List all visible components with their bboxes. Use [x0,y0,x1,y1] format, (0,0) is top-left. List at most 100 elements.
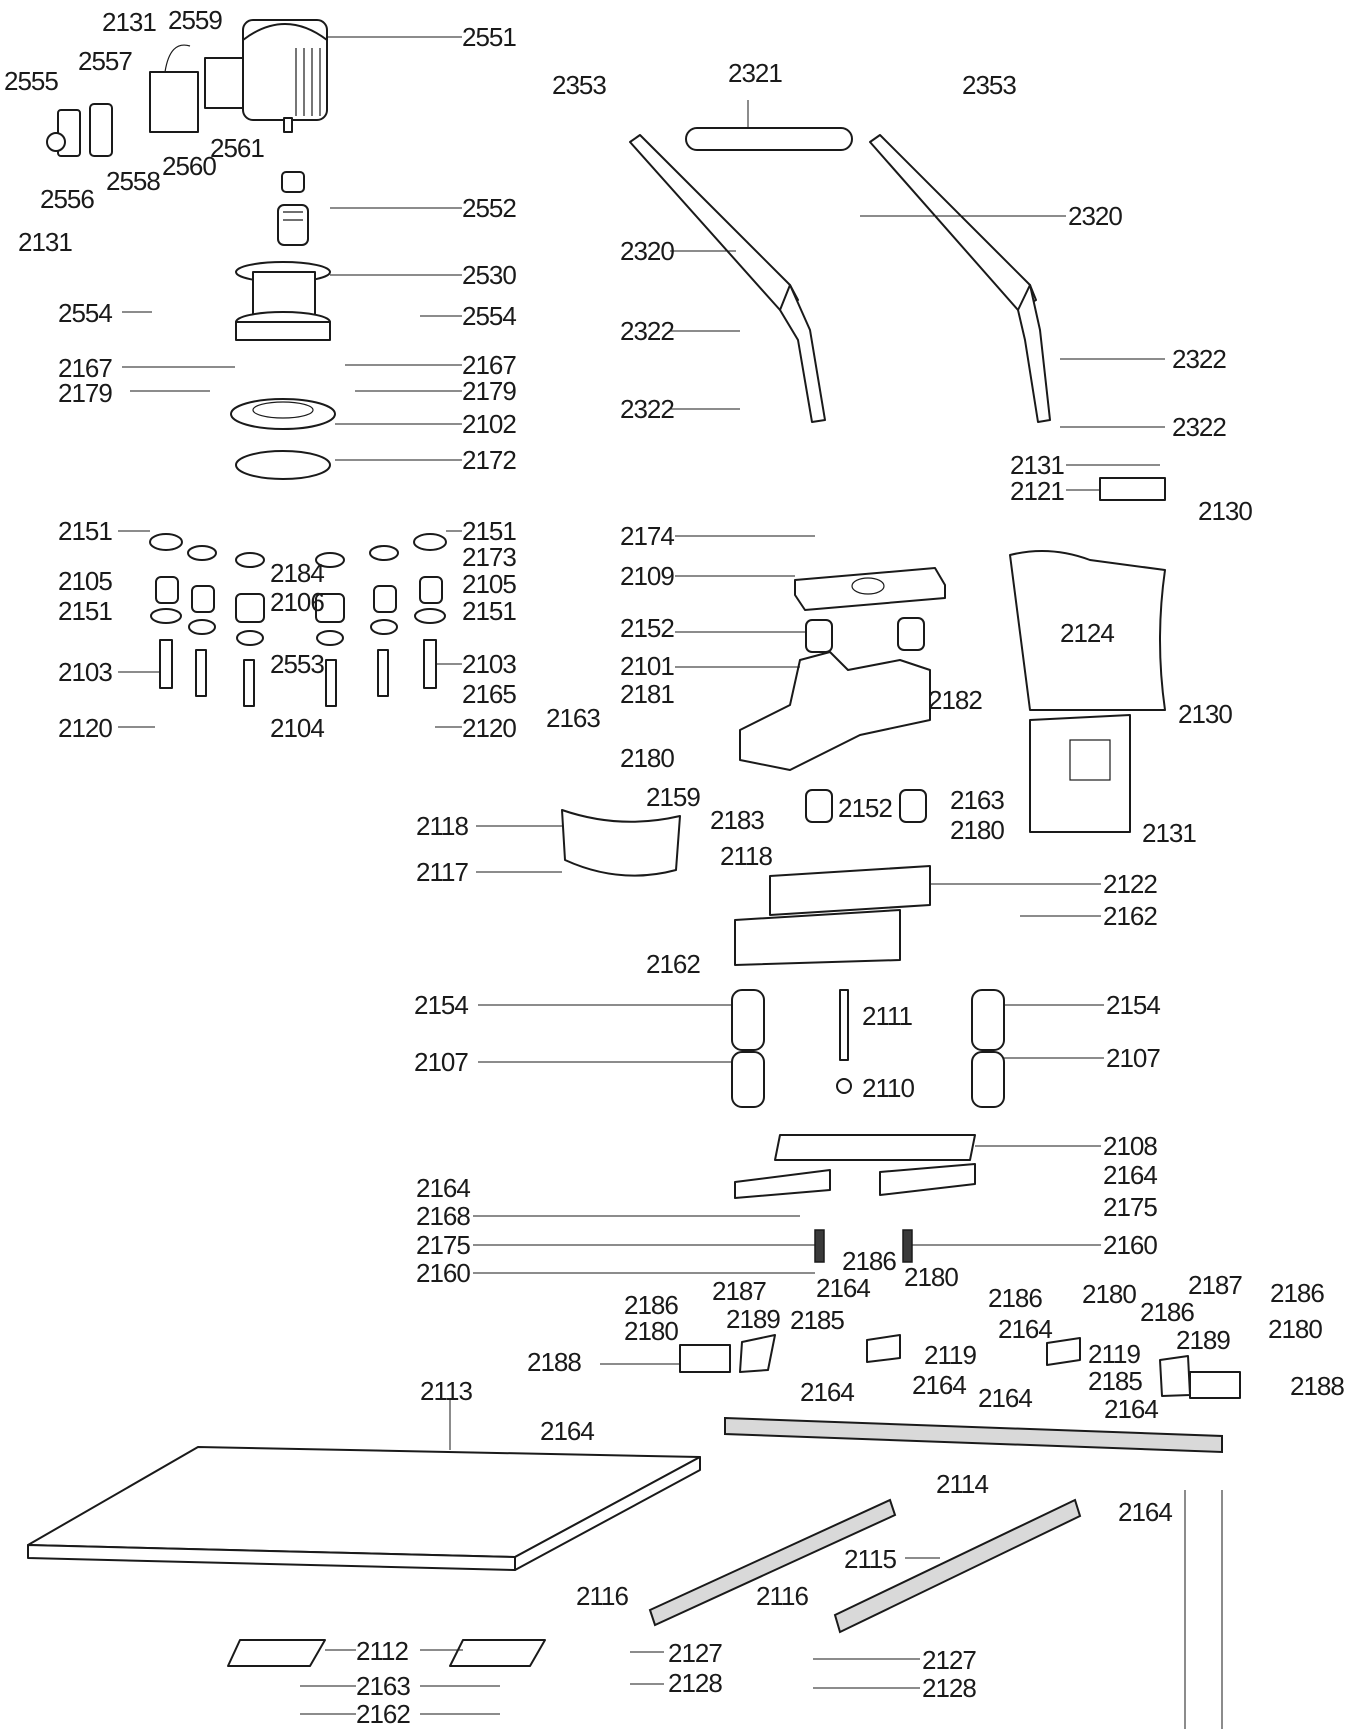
callout-2556: 2556 [40,184,94,214]
handle-assembly [629,127,1051,423]
guard-plates [1009,477,1166,833]
callout-2552: 2552 [462,193,516,223]
callout-2167: 2167 [462,350,516,380]
callout-2131: 2131 [1010,450,1064,480]
callout-2124: 2124 [1060,618,1114,648]
callout-labels: 2131 2559 2551 2557 2555 2561 2558 2560 … [4,5,1345,1729]
callout-2560: 2560 [162,151,216,181]
springs-and-screw [731,989,1005,1108]
callout-2107: 2107 [1106,1043,1160,1073]
callout-2186: 2186 [624,1290,678,1320]
callout-2105: 2105 [462,569,516,599]
callout-2164: 2164 [998,1314,1052,1344]
callout-2180: 2180 [620,743,674,773]
callout-2322: 2322 [620,394,674,424]
callout-2164: 2164 [1118,1497,1172,1527]
callout-2558: 2558 [106,166,160,196]
callout-2151: 2151 [58,516,112,546]
callout-2186: 2186 [1140,1297,1194,1327]
callout-2554: 2554 [462,301,516,331]
callout-2159: 2159 [646,782,700,812]
callout-2163: 2163 [546,703,600,733]
callout-2553: 2553 [270,649,324,679]
callout-2164: 2164 [540,1416,594,1446]
callout-2131: 2131 [102,7,156,37]
callout-2165: 2165 [462,679,516,709]
callout-2120: 2120 [462,713,516,743]
callout-2152: 2152 [838,793,892,823]
callout-2187: 2187 [1188,1270,1242,1300]
callout-2117: 2117 [416,857,468,887]
callout-2108: 2108 [1103,1131,1157,1161]
callout-2111: 2111 [862,1001,913,1031]
callout-2555: 2555 [4,66,58,96]
callout-2322: 2322 [1172,412,1226,442]
callout-2101: 2101 [620,651,674,681]
callout-2105: 2105 [58,566,112,596]
callout-2163: 2163 [356,1671,410,1701]
callout-2107: 2107 [414,1047,468,1077]
callout-2164: 2164 [416,1173,470,1203]
callout-2152: 2152 [620,613,674,643]
press-head [561,567,946,877]
callout-2151: 2151 [58,596,112,626]
callout-2353: 2353 [962,70,1016,100]
callout-2160: 2160 [1103,1230,1157,1260]
callout-2154: 2154 [1106,990,1160,1020]
callout-2353: 2353 [552,70,606,100]
callout-2184: 2184 [270,558,324,588]
mounting-plates [227,1639,546,1667]
callout-2167: 2167 [58,353,112,383]
callout-2186: 2186 [1270,1278,1324,1308]
callout-2189: 2189 [1176,1325,1230,1355]
stop-brackets [679,1334,1241,1399]
callout-2181: 2181 [620,679,674,709]
callout-2320: 2320 [620,236,674,266]
callout-2320: 2320 [1068,201,1122,231]
callout-2164: 2164 [816,1273,870,1303]
callout-2183: 2183 [710,805,764,835]
callout-2164: 2164 [912,1370,966,1400]
callout-2322: 2322 [1172,344,1226,374]
callout-2113: 2113 [420,1376,472,1406]
callout-2104: 2104 [270,713,324,743]
callout-2187: 2187 [712,1276,766,1306]
callout-2182: 2182 [928,685,982,715]
callout-2168: 2168 [416,1201,470,1231]
callout-2118: 2118 [720,841,772,871]
callout-2131: 2131 [1142,818,1196,848]
callout-2551: 2551 [462,22,516,52]
callout-2186: 2186 [988,1283,1042,1313]
callout-2114: 2114 [936,1469,988,1499]
callout-2180: 2180 [904,1262,958,1292]
callout-2128: 2128 [922,1673,976,1703]
callout-2189: 2189 [726,1304,780,1334]
callout-2106: 2106 [270,587,324,617]
callout-2121: 2121 [1010,476,1064,506]
callout-2127: 2127 [922,1645,976,1675]
callout-2188: 2188 [1290,1371,1344,1401]
callout-2120: 2120 [58,713,112,743]
callout-2115: 2115 [844,1544,896,1574]
callout-2109: 2109 [620,561,674,591]
gears-and-shafts [149,533,447,707]
callout-2180: 2180 [1082,1279,1136,1309]
leader-lines [118,36,1223,1729]
coupling-parts [277,171,309,246]
callout-2321: 2321 [728,58,782,88]
motor-assembly [46,19,328,157]
callout-2559: 2559 [168,5,222,35]
callout-2188: 2188 [527,1347,581,1377]
callout-2164: 2164 [978,1383,1032,1413]
callout-2164: 2164 [1103,1160,1157,1190]
die-holder [734,865,931,966]
callout-2175: 2175 [416,1230,470,1260]
callout-2128: 2128 [668,1668,722,1698]
callout-2322: 2322 [620,316,674,346]
callout-2151: 2151 [462,516,516,546]
callout-2154: 2154 [414,990,468,1020]
callout-2103: 2103 [462,649,516,679]
callout-2163: 2163 [950,785,1004,815]
callout-2172: 2172 [462,445,516,475]
callout-2130: 2130 [1198,496,1252,526]
